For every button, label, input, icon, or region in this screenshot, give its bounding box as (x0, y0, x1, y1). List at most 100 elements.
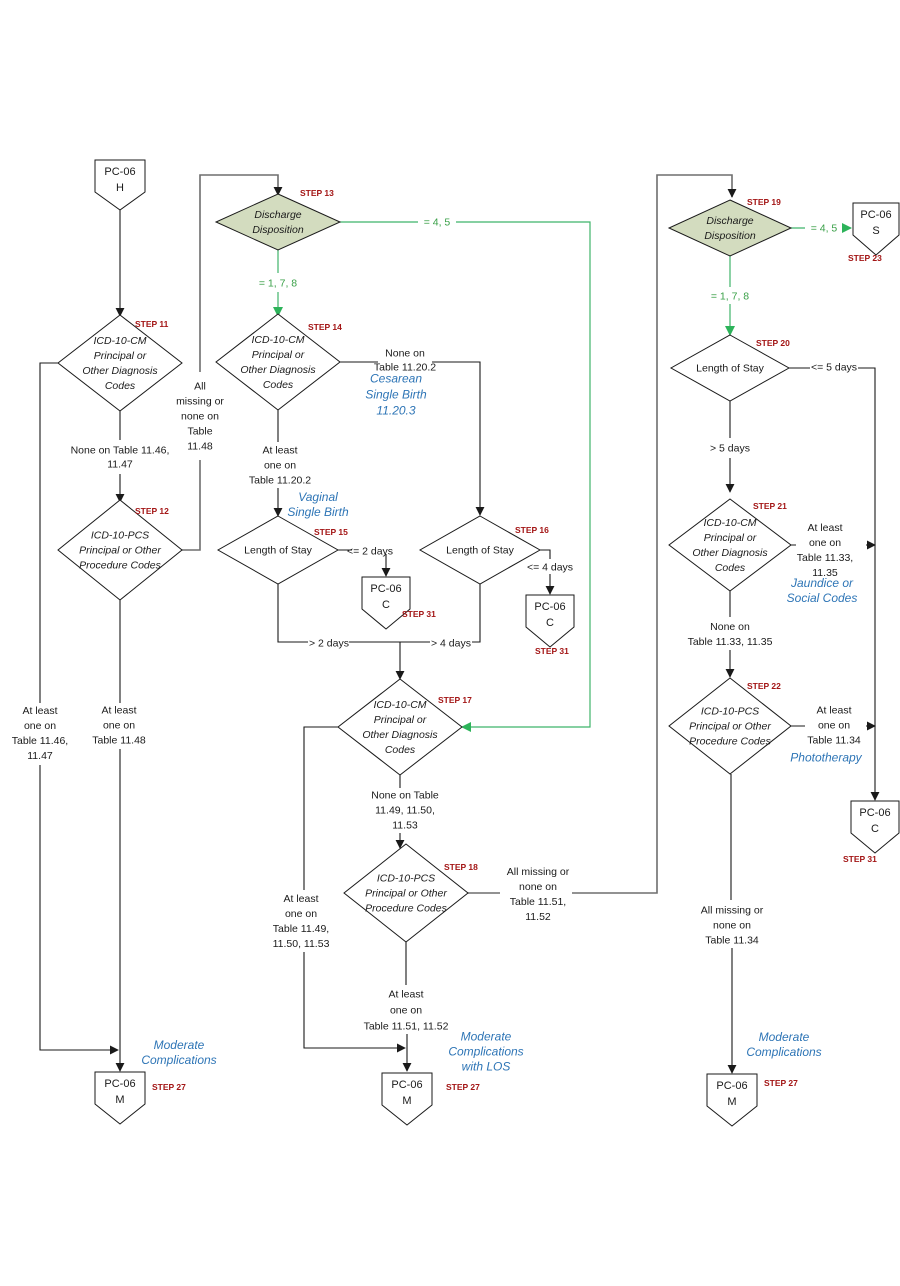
terminal-label: PC-06 (859, 807, 890, 819)
edge-label-text: Table 11.34 (807, 735, 861, 747)
step-label: STEP 11 (135, 319, 169, 329)
terminal-c3[interactable]: PC-06C STEP 31 (843, 800, 900, 864)
offpage-connector-shape (94, 159, 146, 211)
edge-label-text: = 1, 7, 8 (711, 291, 749, 303)
decision-text: Other Diagnosis (240, 364, 316, 376)
offpage-connector-shape (525, 594, 575, 648)
step-label: STEP 14 (308, 322, 342, 332)
decision-text: Length of Stay (244, 545, 312, 557)
terminal-start-h[interactable]: PC-06 H (94, 159, 146, 211)
decision-text: ICD-10-CM (373, 699, 426, 711)
decision-text: ICD-10-CM (93, 335, 146, 347)
edge-step12-allmissing-to-step13 (180, 174, 278, 551)
step-label: STEP 27 (152, 1082, 186, 1092)
step-label: STEP 23 (848, 253, 882, 263)
step-label: STEP 21 (753, 501, 787, 511)
edge-label-s16-gt: > 4 days (431, 638, 471, 650)
edge-label-text: All missing or (701, 905, 764, 917)
edge-label-s20-gt: > 5 days (710, 443, 750, 455)
decision-diamond-shape (216, 515, 340, 585)
edge-label-text: At least (388, 989, 423, 1001)
edge-label-text: 11.52 (525, 911, 551, 923)
decision-text: Procedure Codes (79, 560, 161, 572)
edge-step11-atleast-to-m1 (39, 362, 118, 1050)
offpage-connector-shape (706, 1073, 758, 1127)
decision-text: ICD-10-PCS (91, 530, 149, 542)
decision-text: Procedure Codes (365, 903, 447, 915)
decision-text: ICD-10-CM (703, 517, 756, 529)
annotation-text: 11.20.3 (376, 404, 415, 418)
annotation-text: Social Codes (787, 591, 858, 605)
edge-step15-le-to-c1 (338, 549, 386, 576)
annotation-text: Jaundice or (790, 576, 854, 590)
edge-label-text: None on (710, 621, 750, 633)
edge-step14-none-to-step16 (340, 361, 480, 515)
decision-text: Principal or (252, 349, 305, 361)
edge-label-text: All missing or (507, 866, 570, 878)
step-label: STEP 31 (843, 854, 877, 864)
decision-text: Discharge (706, 215, 753, 227)
terminal-code: H (116, 182, 124, 194)
edge-label-text: missing or (176, 396, 224, 408)
edge-label-text: <= 4 days (527, 562, 573, 574)
edge-label-text: None on (385, 348, 425, 360)
edge-label-text: None on Table (371, 790, 439, 802)
edge-label-text: 11.35 (812, 567, 838, 579)
step-label: STEP 18 (444, 862, 478, 872)
edge-step20-le-to-c3 (789, 367, 875, 800)
edge-label-text: one on (390, 1005, 422, 1017)
edge-label-text: 11.50, 11.53 (273, 938, 330, 950)
edge-label-text: At least (101, 705, 136, 717)
edge-label-text: one on (809, 537, 841, 549)
edge-label-text: Table 11.49, (273, 923, 329, 935)
edge-label-text: At least (283, 893, 318, 905)
annotation-text: Complications (746, 1045, 821, 1059)
edge-label-s13-178: = 1, 7, 8 (259, 278, 297, 290)
decision-diamond-shape (418, 515, 542, 585)
edge-label-text: one on (285, 908, 317, 920)
annotation-text: Moderate (154, 1038, 205, 1052)
edge-label-text: At least (816, 705, 851, 717)
decision-diamond-shape (215, 313, 341, 411)
decision-diamond-shape (57, 499, 183, 601)
step-label: STEP 13 (300, 188, 334, 198)
offpage-connector-shape (94, 1071, 146, 1125)
terminal-code: C (871, 823, 879, 835)
step-label: STEP 17 (438, 695, 472, 705)
edge-label-text: <= 2 days (347, 546, 393, 558)
edge-label-text: none on (519, 881, 557, 893)
edge-label-text: Table 11.51, 11.52 (364, 1021, 449, 1033)
step-label: STEP 12 (135, 506, 169, 516)
edge-label-text: Table 11.20.2 (374, 362, 436, 374)
edge-label-text: 11.48 (187, 441, 213, 453)
decision-text: Codes (385, 744, 416, 756)
edge-label-text: Table 11.33, 11.35 (688, 636, 773, 648)
decision-text: Codes (715, 562, 746, 574)
